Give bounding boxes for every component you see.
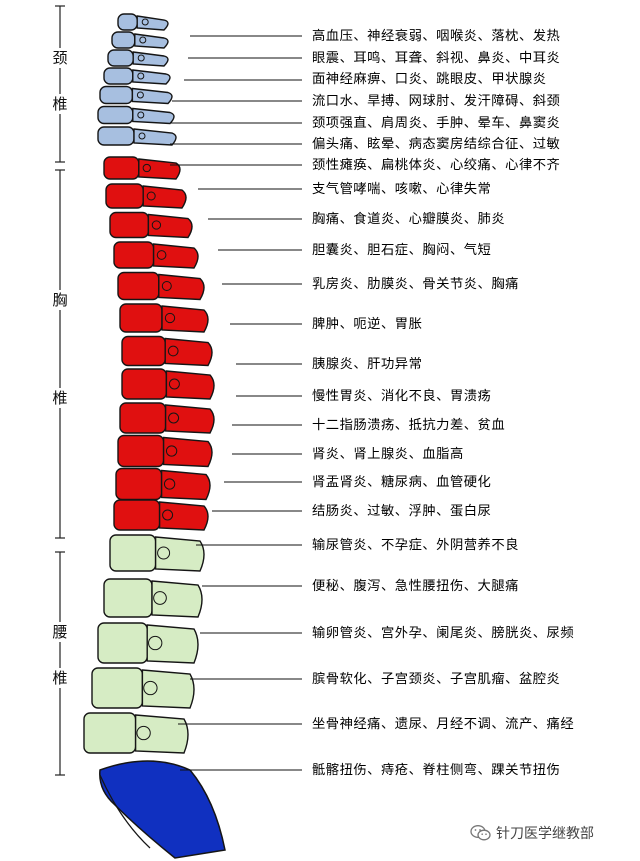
condition-label-2: 眼震、耳鸣、耳聋、斜视、鼻炎、中耳炎 (312, 50, 560, 68)
condition-label-22: 膑骨软化、子宫颈炎、子宫肌瘤、盆腔炎 (312, 671, 560, 689)
condition-label-16: 肾炎、肾上腺炎、血脂高 (312, 446, 464, 464)
cervical-vertebra-5 (100, 87, 172, 104)
condition-label-18: 结肠炎、过敏、浮肿、蛋白尿 (312, 503, 491, 521)
lumbar-label-1: 腰 (46, 622, 74, 642)
condition-label-5: 颈项强直、肩周炎、手肿、晕车、鼻窦炎 (312, 115, 560, 133)
cervical-label-1: 颈 (46, 48, 74, 68)
thoracic-vertebra-10 (118, 436, 212, 467)
thoracic-vertebra-6 (120, 304, 208, 332)
lumbar-vertebra-3 (98, 623, 198, 663)
sacrum (100, 761, 225, 858)
condition-label-13: 胰腺炎、肝功异常 (312, 356, 422, 374)
thoracic-vertebra-3 (110, 213, 192, 238)
cervical-vertebra-6 (98, 107, 174, 124)
condition-label-1: 高血压、神经衰弱、咽喉炎、落枕、发热 (312, 28, 560, 46)
watermark-text: 针刀医学继教部 (496, 823, 594, 843)
condition-label-9: 胸痛、食道炎、心瓣膜炎、肺炎 (312, 211, 505, 229)
condition-label-10: 胆囊炎、胆石症、胸闷、气短 (312, 242, 491, 260)
condition-label-24: 骶髂扭伤、痔疮、脊柱侧弯、踝关节扭伤 (312, 762, 560, 780)
condition-label-12: 脾肿、呃逆、胃胀 (312, 316, 422, 334)
thoracic-vertebra-11 (116, 469, 210, 500)
thoracic-vertebra-12 (114, 500, 208, 530)
thoracic-vertebra-4 (114, 242, 198, 268)
lumbar-vertebra-2 (104, 579, 202, 617)
thoracic-vertebra-7 (122, 337, 212, 366)
cervical-vertebra-3 (108, 50, 168, 66)
condition-label-23: 坐骨神经痛、遗尿、月经不调、流产、痛经 (312, 716, 574, 734)
cervical-vertebra-1 (118, 14, 168, 30)
thoracic-vertebra-1 (104, 157, 180, 179)
lumbar-vertebra-1 (110, 535, 204, 571)
vertebrae (84, 14, 214, 753)
wechat-icon (470, 824, 492, 842)
condition-label-20: 便秘、腹泻、急性腰扭伤、大腿痛 (312, 578, 519, 596)
thoracic-vertebra-2 (106, 184, 186, 208)
cervical-label-2: 椎 (46, 94, 74, 114)
condition-label-4: 流口水、旱搏、网球肘、发汗障碍、斜颈 (312, 93, 560, 111)
condition-label-17: 肾盂肾炎、糖尿病、血管硬化 (312, 474, 491, 492)
condition-label-6: 偏头痛、眩晕、病态窦房结综合征、过敏 (312, 136, 560, 154)
condition-label-21: 输卵管炎、宫外孕、阑尾炎、膀胱炎、尿频 (312, 625, 574, 643)
condition-label-8: 支气管哮喘、咳嗽、心律失常 (312, 181, 491, 199)
lumbar-vertebra-5 (84, 713, 188, 753)
lumbar-vertebra-4 (92, 668, 194, 708)
watermark: 针刀医学继教部 (470, 823, 594, 843)
condition-label-11: 乳房炎、肋膜炎、骨关节炎、胸痛 (312, 276, 519, 294)
thoracic-label-1: 胸 (46, 290, 74, 310)
cervical-vertebra-7 (98, 127, 176, 145)
thoracic-vertebra-9 (120, 403, 214, 433)
thoracic-label-2: 椎 (46, 388, 74, 408)
condition-label-7: 颈性瘫痪、扁桃体炎、心绞痛、心律不齐 (312, 157, 560, 175)
cervical-vertebra-2 (112, 32, 168, 48)
condition-label-3: 面神经麻痹、口炎、跳眼皮、甲状腺炎 (312, 71, 547, 89)
condition-label-14: 慢性胃炎、消化不良、胃溃疡 (312, 388, 491, 406)
thoracic-vertebra-8 (122, 369, 214, 399)
cervical-vertebra-4 (104, 68, 170, 84)
condition-label-19: 输尿管炎、不孕症、外阴营养不良 (312, 537, 519, 555)
lumbar-label-2: 椎 (46, 668, 74, 688)
condition-label-15: 十二指肠溃疡、抵抗力差、贫血 (312, 417, 505, 435)
thoracic-vertebra-5 (118, 273, 204, 300)
